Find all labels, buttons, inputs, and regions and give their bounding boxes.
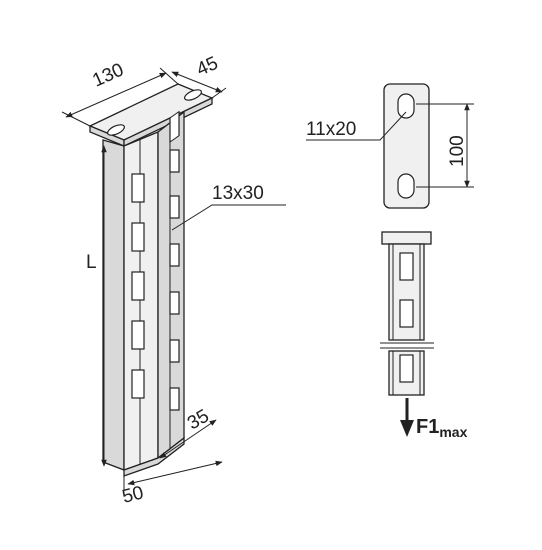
side-slot: [169, 110, 180, 143]
dim-label-50: 50: [120, 482, 146, 507]
hanger-isometric-view: 130 45 13x30 L 35 50: [61, 53, 286, 508]
dim-label-130: 130: [89, 59, 127, 91]
load-subscript: max: [439, 424, 467, 440]
front-slot: [131, 369, 145, 399]
ext-line: [61, 111, 91, 127]
top-plate-hole-left: [107, 124, 125, 136]
side-slot: [169, 149, 180, 173]
side-slot: [169, 291, 180, 315]
front-slots: [131, 173, 145, 399]
top-plate-front-edge: [123, 96, 213, 148]
ext-line: [211, 87, 227, 99]
dim-label-45: 45: [193, 53, 221, 81]
plate-slot-bottom: [397, 173, 415, 199]
front-slot: [131, 320, 145, 350]
dim-label-11x20: 11x20: [306, 119, 356, 140]
dim-label-L: L: [86, 252, 97, 273]
load-symbol: F1: [416, 416, 439, 438]
load-label: F1max: [416, 416, 468, 440]
dim-line-130: [65, 72, 167, 118]
channel-slot: [399, 252, 414, 281]
channel-left-wall: [102, 139, 125, 471]
side-slot: [169, 195, 180, 219]
channel-slot: [399, 299, 414, 328]
dim-line-35: [159, 419, 217, 459]
front-slot: [131, 173, 145, 203]
dim-label-13x30: 13x30: [212, 183, 264, 204]
side-slot: [169, 387, 180, 411]
dim-label-100: 100: [447, 135, 468, 167]
dim-line-45: [171, 71, 223, 93]
mounting-plate: [383, 83, 430, 209]
side-slots: [169, 110, 180, 411]
dim-line-50: [127, 460, 223, 486]
leader-11x20: [306, 111, 407, 141]
front-slot: [131, 222, 145, 252]
side-slot: [169, 339, 180, 363]
plate-slot-top: [397, 93, 415, 119]
side-slot: [169, 243, 180, 267]
leader-13x30: [171, 204, 286, 231]
ext-line: [159, 67, 179, 85]
channel-top-plate: [381, 231, 432, 245]
load-arrow-head: [400, 420, 414, 437]
channel-slot: [399, 354, 414, 383]
channel-front-view: F1max: [380, 231, 468, 440]
front-slot: [131, 271, 145, 301]
plate-detail-view: 11x20 100: [306, 83, 474, 209]
dim-label-35: 35: [184, 406, 213, 435]
